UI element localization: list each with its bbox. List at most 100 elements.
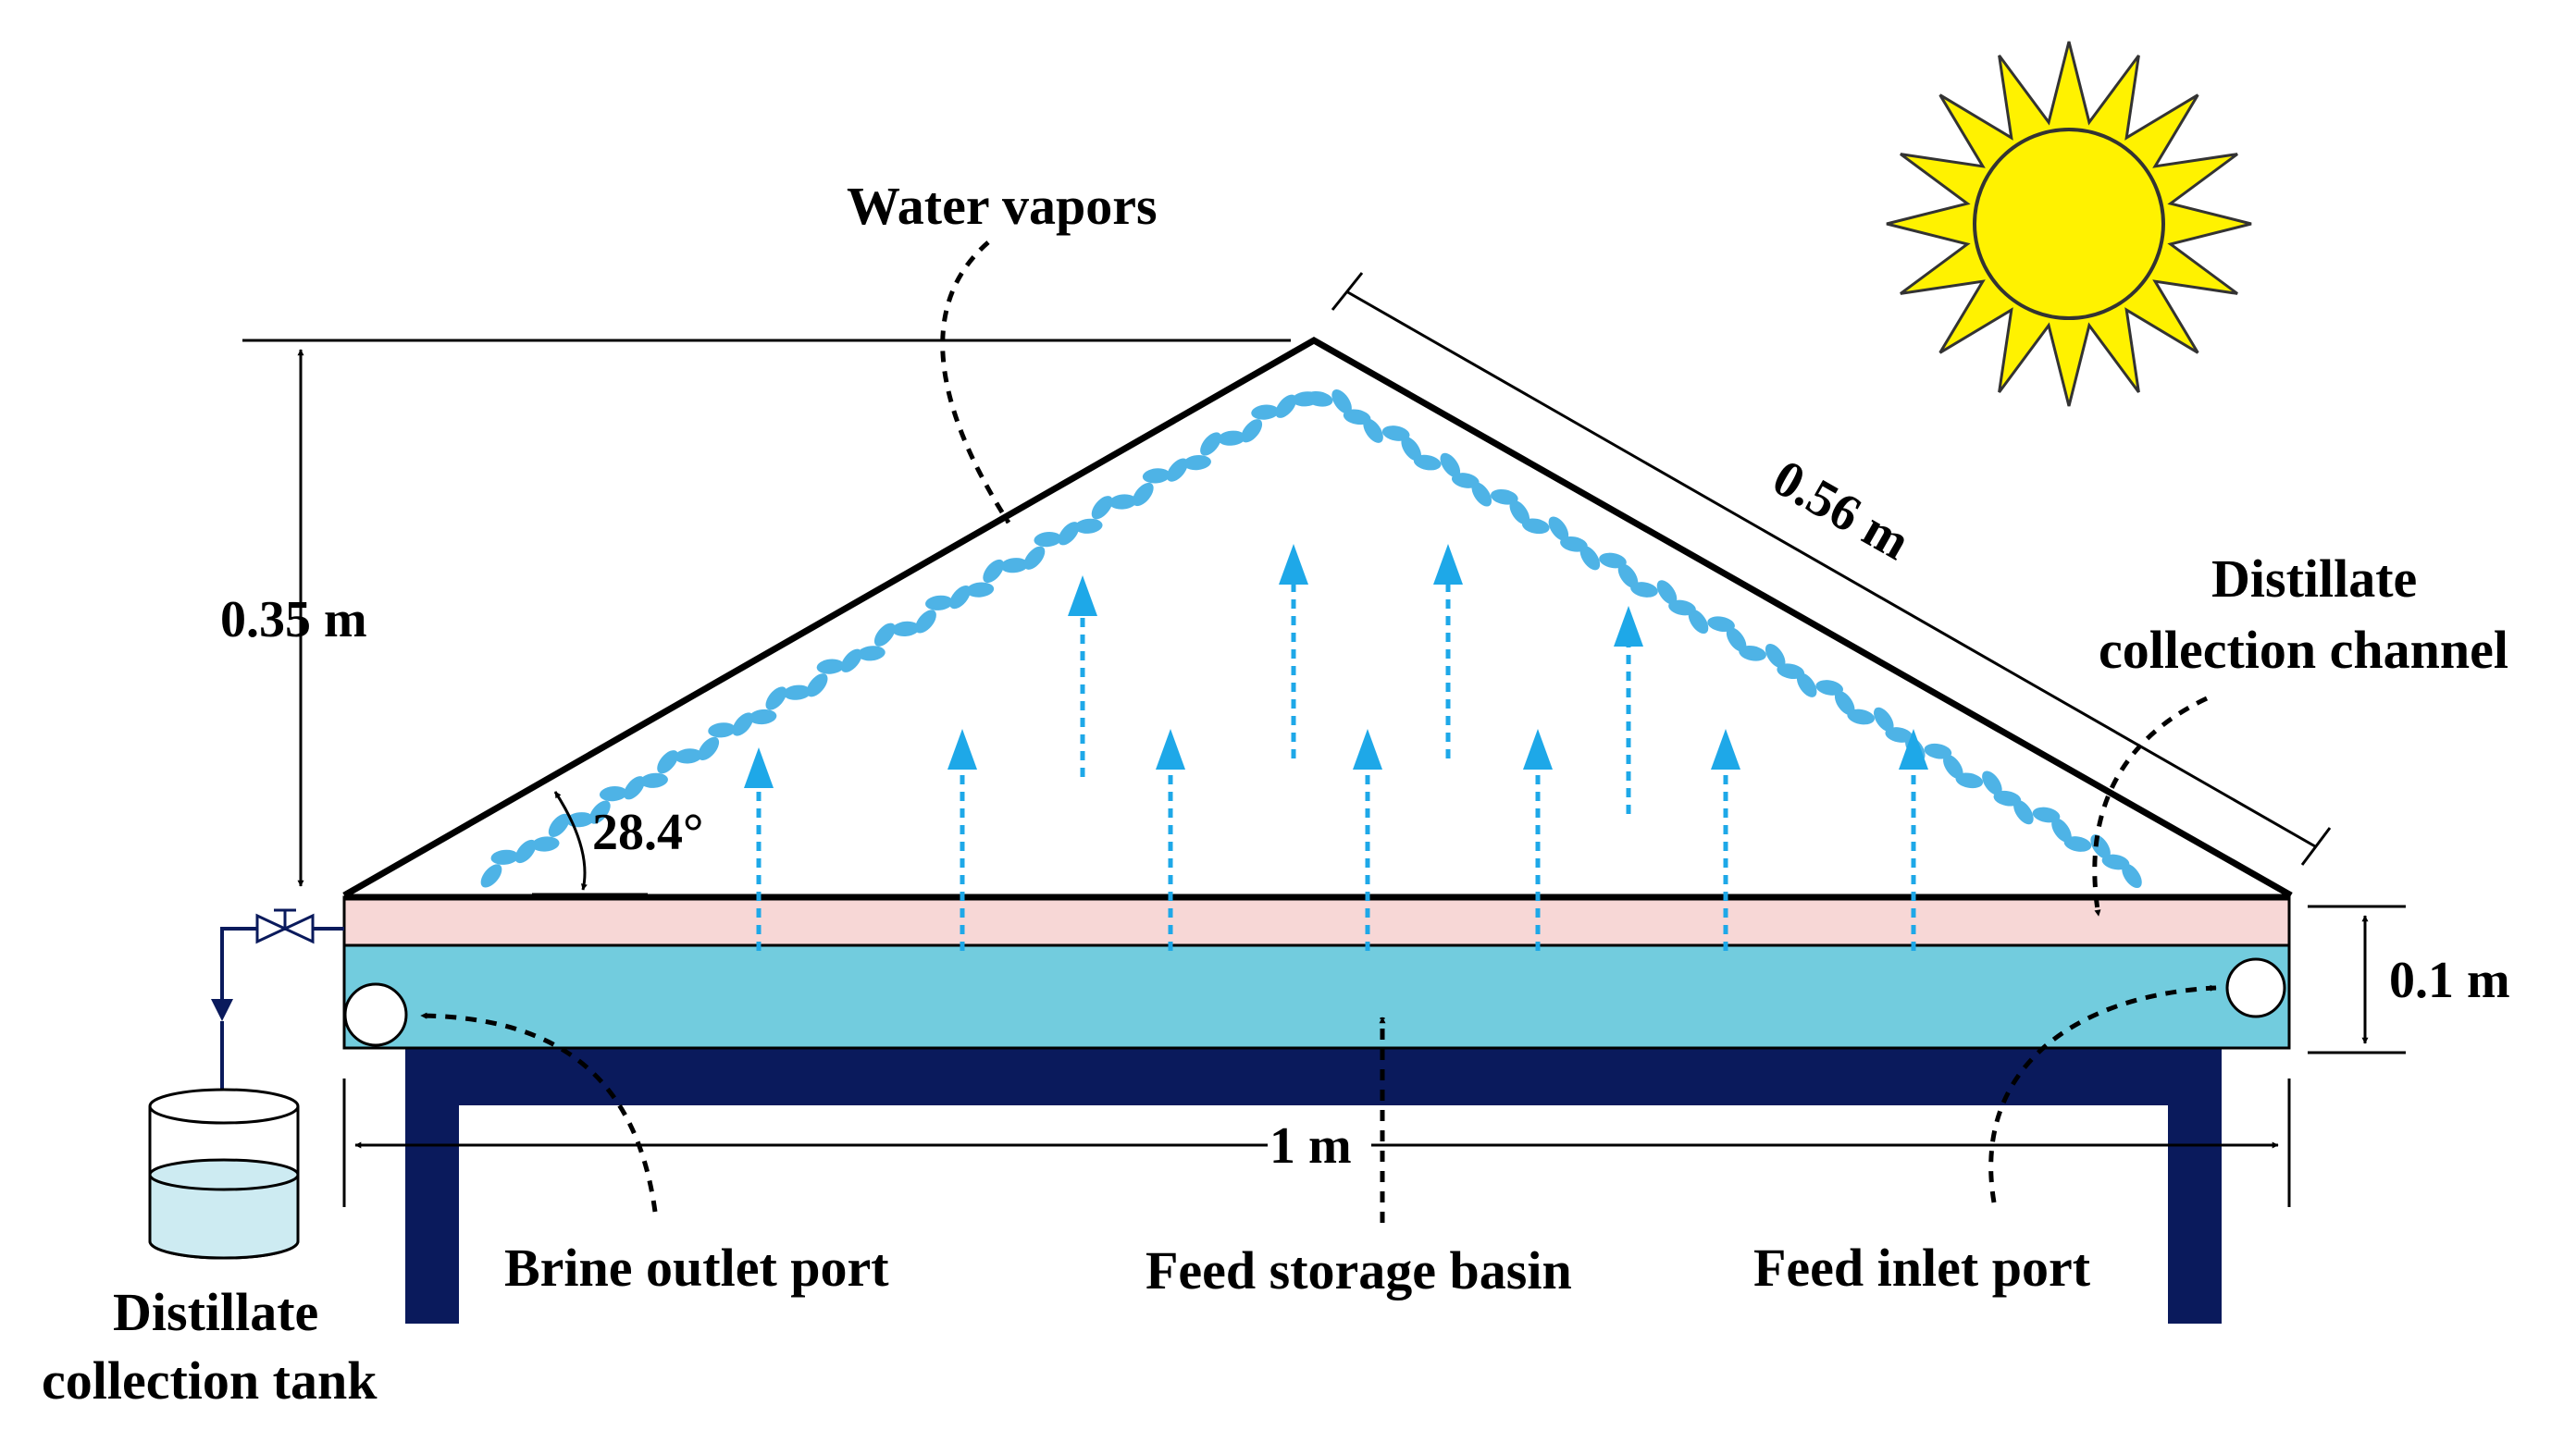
- droplet: [2032, 807, 2061, 823]
- droplet: [983, 559, 1005, 584]
- droplet: [514, 839, 537, 864]
- rising-vapor-arrows: [744, 544, 1928, 951]
- vapor-arrow-head: [1523, 729, 1553, 770]
- droplet: [966, 582, 995, 598]
- droplet: [1874, 707, 1894, 733]
- slant-length-label: 0.56 m: [1764, 449, 1920, 571]
- droplet: [1943, 754, 1963, 780]
- droplet: [1413, 454, 1442, 471]
- vapor-arrow-head: [1156, 729, 1185, 770]
- support-stand: [405, 1048, 2222, 1324]
- droplet: [1251, 404, 1280, 420]
- leader-water-vapors: [940, 240, 1011, 524]
- droplet: [2122, 863, 2142, 889]
- droplet: [490, 849, 519, 865]
- droplet: [840, 648, 862, 672]
- vapor-arrow-head: [744, 747, 774, 788]
- droplet: [1630, 582, 1658, 598]
- tilt-angle-label: 28.4°: [592, 804, 703, 861]
- stand-top-beam: [405, 1048, 2222, 1105]
- sun-disc: [1973, 128, 2165, 320]
- droplet: [1955, 772, 1984, 789]
- droplet: [749, 709, 777, 725]
- droplet: [1058, 522, 1080, 546]
- droplet: [732, 712, 754, 736]
- droplet: [1982, 770, 2002, 795]
- distillate-collection-channel: [342, 895, 2291, 947]
- droplet: [925, 595, 953, 610]
- droplet: [2101, 854, 2130, 870]
- height-dimension-label: 0.35 m: [220, 591, 367, 648]
- droplet: [1363, 418, 1383, 443]
- droplet: [949, 585, 971, 610]
- droplet: [816, 659, 845, 674]
- droplet: [1200, 432, 1221, 456]
- droplet: [1142, 468, 1170, 484]
- droplet: [1656, 580, 1678, 605]
- droplet: [1471, 482, 1492, 507]
- droplet: [1815, 680, 1844, 696]
- droplet: [1183, 455, 1211, 471]
- glass-cover: [342, 336, 2293, 899]
- basin-depth-dimension: 0.1 m: [2308, 905, 2510, 1054]
- droplet: [1993, 790, 2022, 807]
- droplet: [698, 736, 720, 761]
- droplet: [1796, 672, 1817, 697]
- droplet: [1381, 425, 1410, 441]
- droplet: [1668, 599, 1696, 616]
- droplet: [1034, 532, 1062, 548]
- feed-storage-basin: [342, 943, 2291, 1050]
- brine-outlet-port: [343, 982, 408, 1047]
- droplet: [1440, 452, 1461, 478]
- droplet: [588, 800, 611, 824]
- vapor-arrow-head: [947, 729, 977, 770]
- droplet: [1834, 690, 1855, 716]
- droplet: [640, 772, 668, 788]
- stand-right-leg: [2168, 1048, 2222, 1324]
- droplet: [1777, 663, 1805, 680]
- droplet: [1074, 518, 1103, 534]
- vapor-arrow-head: [1279, 544, 1308, 585]
- vapor-arrow-head: [1899, 729, 1928, 770]
- label-distillate-tank-1: Distillate: [113, 1282, 318, 1342]
- droplet: [1739, 645, 1766, 661]
- width-label: 1 m: [1269, 1117, 1352, 1175]
- droplet: [1707, 616, 1735, 633]
- droplet: [1490, 488, 1518, 505]
- droplet: [1132, 482, 1154, 507]
- droplet: [1218, 430, 1246, 446]
- droplet: [1401, 437, 1421, 462]
- width-dimension: 1 m: [342, 1079, 2291, 1207]
- droplet: [531, 836, 560, 852]
- droplet: [1000, 558, 1029, 573]
- droplet: [1599, 552, 1627, 569]
- stand-left-leg: [405, 1048, 459, 1324]
- droplet: [1579, 546, 1601, 571]
- droplet: [2051, 818, 2072, 843]
- vapor-arrow-head: [1353, 729, 1382, 770]
- slant-length-dimension: 0.56 m: [1331, 272, 2332, 866]
- vapor-arrow-head: [1711, 729, 1740, 770]
- droplet: [915, 610, 936, 634]
- basin-depth-label: 0.1 m: [2389, 952, 2510, 1009]
- distillate-collection-tank: [148, 1088, 300, 1260]
- droplet: [708, 722, 737, 738]
- vapor-arrow-head: [1433, 544, 1463, 585]
- droplet: [783, 684, 811, 700]
- droplet: [806, 673, 828, 697]
- droplet: [1091, 496, 1113, 520]
- droplet: [857, 646, 886, 661]
- label-distillate-channel-2: collection channel: [2099, 620, 2508, 680]
- vapor-arrow-head: [1614, 606, 1643, 647]
- droplet: [891, 621, 920, 636]
- feed-inlet-port: [2225, 957, 2286, 1018]
- droplet: [1688, 609, 1709, 635]
- leader-distillate-channel: [2092, 696, 2209, 917]
- droplet: [1885, 727, 1913, 743]
- leader-feed-inlet: [1988, 984, 2217, 1203]
- leader-brine-outlet: [420, 1012, 658, 1213]
- label-distillate-channel-1: Distillate: [2211, 549, 2417, 609]
- droplet: [1343, 409, 1371, 425]
- droplet: [1548, 516, 1569, 541]
- distillate-outlet-valve: [242, 908, 344, 944]
